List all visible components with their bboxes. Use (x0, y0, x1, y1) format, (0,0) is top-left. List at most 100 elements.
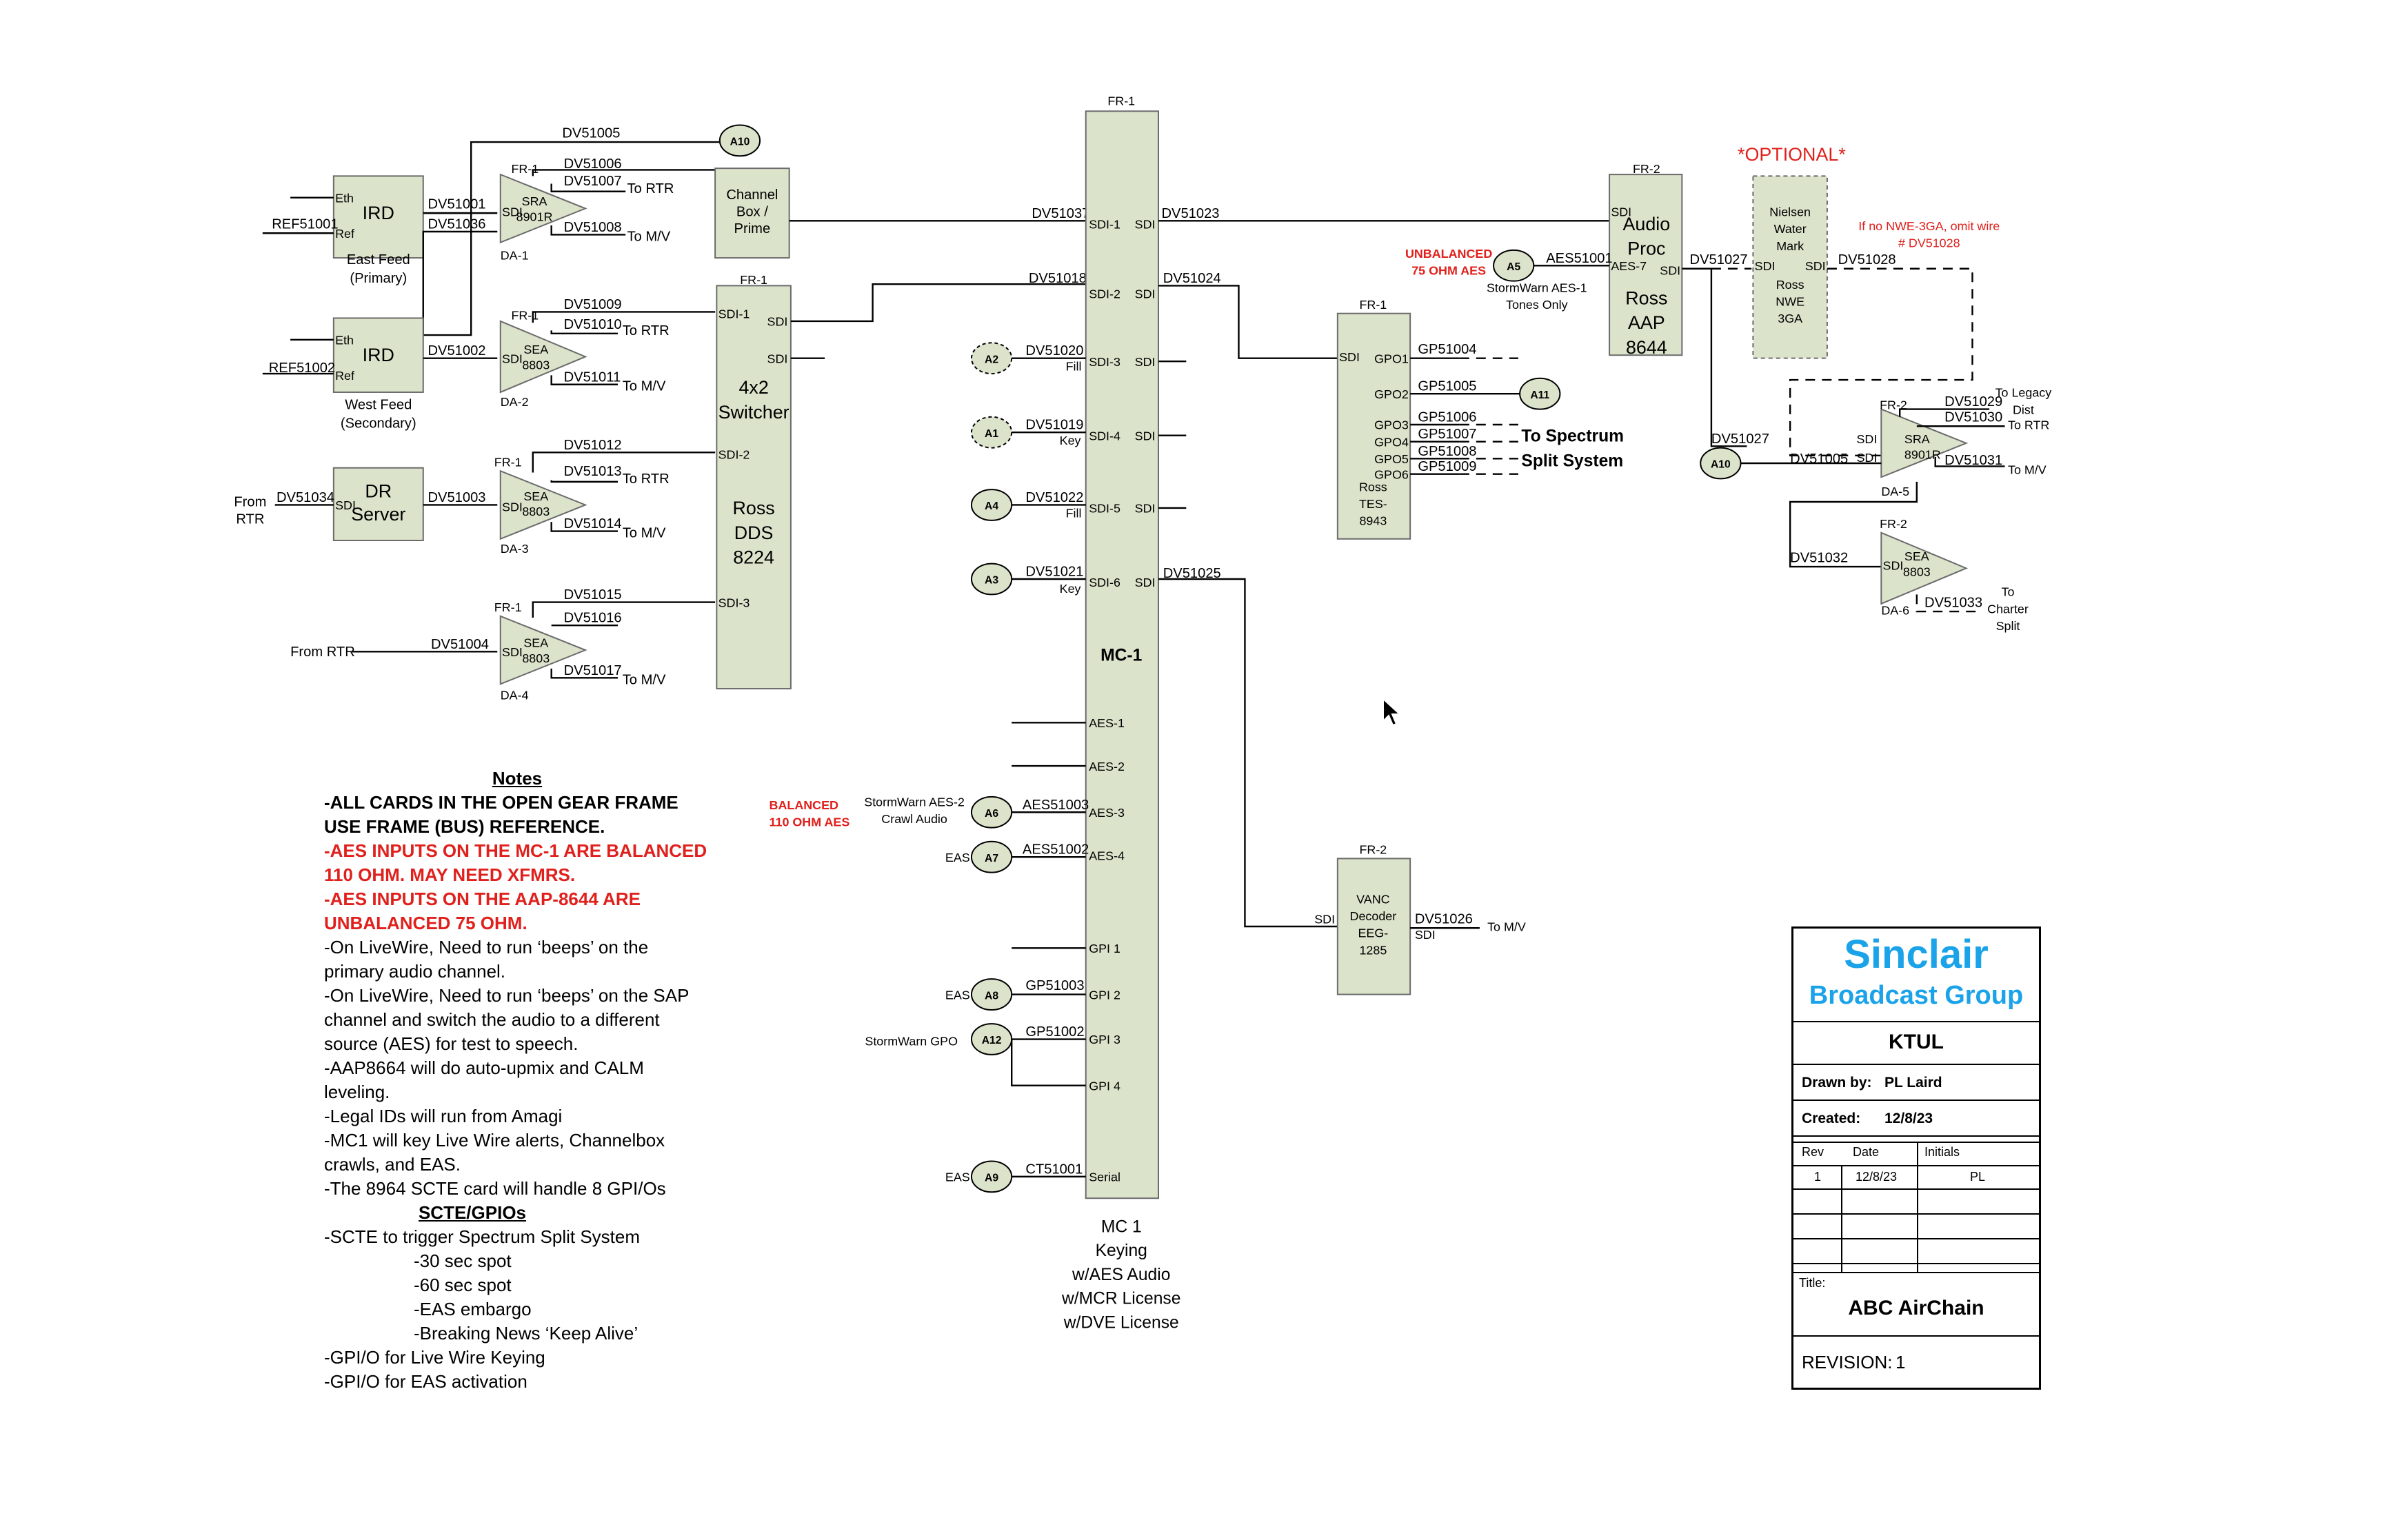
key-label: Key (1060, 582, 1081, 596)
cable-label: DV51023 (1161, 206, 1219, 221)
switcher-title: 4x2 (738, 377, 768, 398)
nielsen-model: NWE (1776, 295, 1804, 309)
tie-point-a5 (1493, 249, 1535, 282)
tie-point-label: A10 (730, 136, 750, 148)
nielsen-port: SDI (1805, 259, 1826, 273)
cable-label: DV51016 (564, 611, 622, 626)
cable-label: REF51002 (269, 361, 335, 376)
tes-gpo-port: GPO5 (1374, 452, 1409, 466)
initials-header: Initials (1924, 1145, 1960, 1159)
da-2-amp (499, 320, 587, 394)
eas-label: EAS (945, 851, 970, 864)
ird-east-title: IRD (363, 203, 394, 223)
da-port-label: SDI (1883, 559, 1904, 573)
frame-label: FR-1 (740, 273, 767, 287)
ird-east-box (332, 175, 424, 259)
dr-server-title: Server (351, 504, 405, 525)
cable-label: DV51012 (564, 438, 622, 453)
company-name: Sinclair (1844, 932, 1989, 977)
mc1-input-port: SDI-3 (1089, 355, 1120, 369)
mc1-gpi-port: GPI 4 (1089, 1079, 1120, 1093)
tie-point-label: A5 (1507, 261, 1520, 273)
cable-label: DV51005 (562, 125, 620, 141)
connection-line (1789, 481, 1918, 568)
da-model-label: SRA (1904, 432, 1930, 446)
nielsen-title: Mark (1776, 239, 1804, 253)
cable-label: DV51024 (1163, 271, 1221, 286)
notes-heading: Notes (492, 768, 543, 789)
switcher-title: Switcher (718, 402, 790, 423)
note-item: -Legal IDs will run from Amagi (324, 1106, 563, 1126)
connection-line (550, 522, 618, 532)
cable-label: DV51029 (1944, 394, 2002, 409)
connection-line (550, 480, 618, 483)
from-rtr-label: From RTR (290, 645, 355, 660)
vanc-box (1336, 858, 1411, 995)
audio-proc-model: 8644 (1626, 337, 1667, 358)
to-charter-label: Split (1996, 619, 2020, 633)
mc1-input-port: SDI-2 (1089, 287, 1120, 301)
da-port-label: SDI (1856, 451, 1877, 465)
tes-gpo-port: GPO2 (1374, 387, 1409, 401)
vanc-title: VANC (1356, 892, 1389, 906)
cable-label: GP51006 (1418, 410, 1476, 425)
drawn-by-value: PL Laird (1884, 1075, 1942, 1091)
nielsen-model: Ross (1776, 278, 1804, 292)
connection-line (1158, 285, 1340, 359)
to-mv-label: To M/V (623, 672, 666, 687)
scte-item: -60 sec spot (414, 1275, 512, 1295)
no-nwe-note: If no NWE-3GA, omit wire (1858, 219, 2000, 233)
cable-label: GP51004 (1418, 342, 1476, 357)
vanc-port: SDI (1314, 913, 1335, 926)
stormwarn-aes1-label: StormWarn AES-1 (1487, 281, 1587, 294)
scte-item: -EAS embargo (414, 1299, 532, 1319)
da-model-label: 8901R (516, 210, 553, 223)
mc1-gpi-port: GPI 2 (1089, 988, 1120, 1002)
nielsen-model: 3GA (1778, 312, 1802, 325)
tes-model: TES- (1359, 497, 1387, 511)
switcher-port: SDI (767, 315, 788, 329)
switcher-port: SDI-1 (718, 307, 750, 321)
revision-table (1793, 1142, 2039, 1272)
audio-proc-model: Ross (1625, 287, 1667, 308)
switcher-port: SDI-3 (718, 596, 750, 609)
initials-cell: PL (1970, 1170, 1986, 1184)
cable-label: DV51010 (564, 317, 622, 332)
title-row (1793, 1272, 2039, 1337)
nielsen-title: Nielsen (1769, 205, 1811, 219)
stormwarn-gpo-label: StormWarn GPO (865, 1034, 958, 1048)
connection-line (550, 375, 618, 385)
connection-line (550, 183, 626, 192)
connection-line (1934, 457, 2005, 467)
mc1-caption: w/DVE License (1063, 1313, 1179, 1332)
connection-line (790, 283, 1086, 323)
frame-label: FR-2 (1359, 843, 1387, 857)
frame-label: FR-1 (1107, 94, 1135, 108)
tie-point-label: A2 (985, 354, 998, 365)
drawing-title: ABC AirChain (1848, 1297, 1984, 1319)
unbalanced-warning: UNBALANCED (1405, 247, 1492, 261)
connection-line (1916, 594, 1982, 613)
cable-label: GP51005 (1418, 379, 1476, 394)
da-model-label: SEA (1904, 549, 1929, 563)
to-mv-label: To M/V (2008, 463, 2047, 477)
da-port-label: SDI (502, 500, 523, 514)
cable-label: AES51003 (1023, 798, 1089, 813)
scte-item: -GPI/O for EAS activation (324, 1371, 527, 1392)
cable-label: DV51027 (1711, 432, 1769, 447)
date-cell: 12/8/23 (1856, 1170, 1898, 1184)
cable-label: DV51033 (1924, 595, 1982, 610)
fill-label: Fill (1066, 506, 1082, 520)
audio-proc-port: SDI (1611, 205, 1631, 219)
stormwarn-aes2-label: StormWarn AES-2 (864, 795, 965, 809)
cable-label: DV51001 (428, 196, 485, 212)
cable-label: DV51018 (1029, 271, 1087, 286)
da-id-label: DA-5 (1881, 485, 1909, 498)
cable-label: AES51002 (1023, 842, 1089, 858)
mc1-output-port: SDI (1135, 502, 1156, 516)
cable-label: DV51027 (1690, 252, 1748, 267)
note-item: -MC1 will key Live Wire alerts, Channelb… (324, 1130, 665, 1175)
fill-label: Fill (1066, 360, 1082, 374)
switcher-model: Ross (733, 498, 775, 518)
